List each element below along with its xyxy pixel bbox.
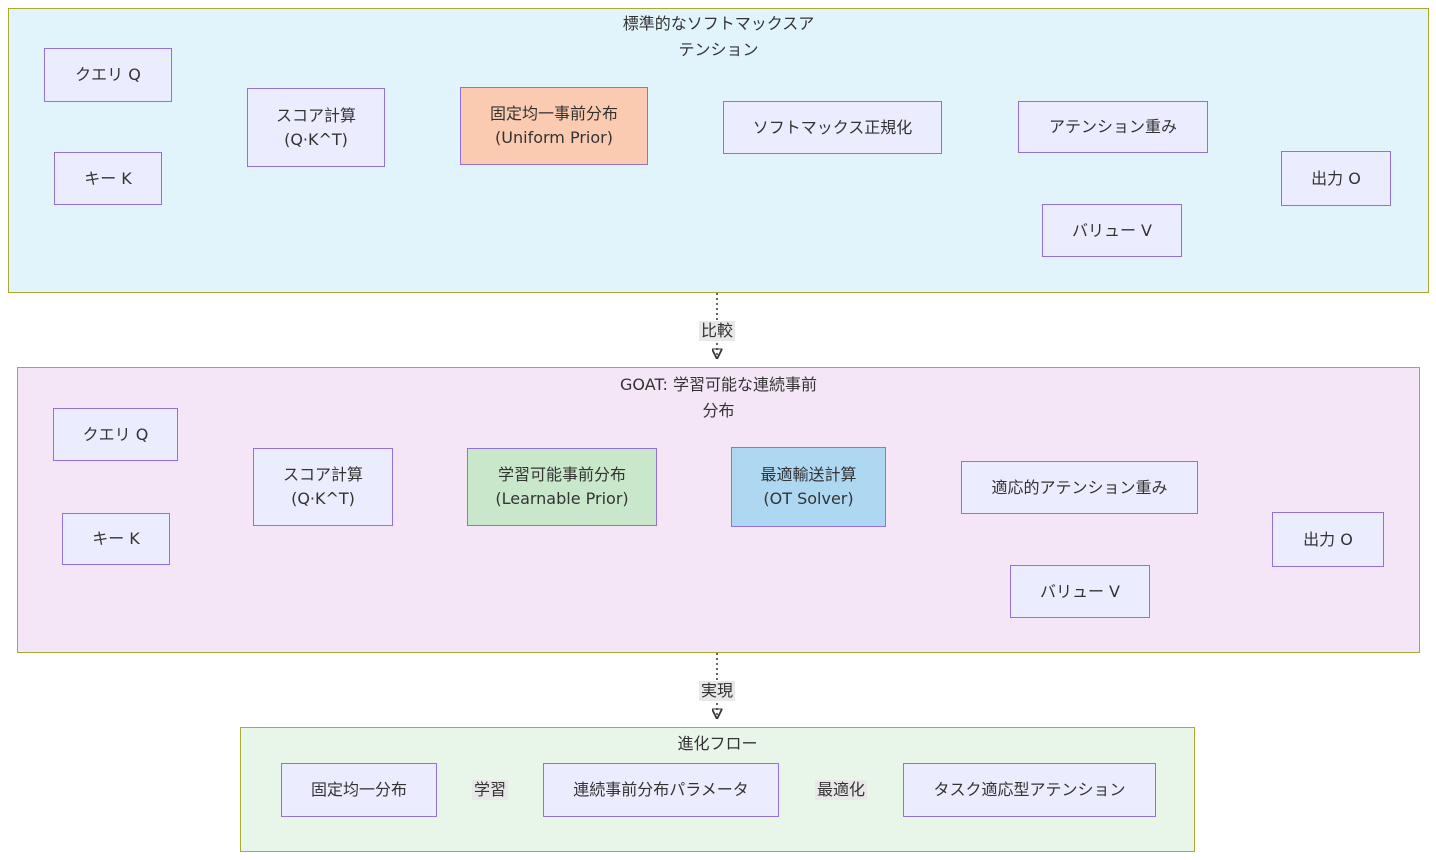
node-goat-value: バリュー V xyxy=(1010,565,1150,618)
edge-label-realize: 実現 xyxy=(698,681,736,701)
node-evo-task-adaptive-label: タスク適応型アテンション xyxy=(933,780,1126,799)
node-std-key-label: キー K xyxy=(84,168,132,188)
node-evo-fixed-uniform: 固定均一分布 xyxy=(281,763,437,817)
node-evo-fixed-uniform-label: 固定均一分布 xyxy=(310,780,407,799)
node-goat-query: クエリ Q xyxy=(53,408,178,461)
node-std-weights-label: アテンション重み xyxy=(1048,117,1177,136)
edge-label-compare: 比較 xyxy=(698,321,736,341)
node-evo-task-adaptive: タスク適応型アテンション xyxy=(903,763,1156,817)
subgraph-goat-title-line2: 分布 xyxy=(702,401,735,420)
node-std-query: クエリ Q xyxy=(44,48,172,102)
node-std-uniform-prior-line2: (Uniform Prior) xyxy=(495,128,613,147)
node-std-score: スコア計算 (Q·K^T) xyxy=(247,88,385,167)
node-std-score-line2: (Q·K^T) xyxy=(284,129,348,149)
node-goat-learnable-prior-line2: (Learnable Prior) xyxy=(495,489,629,508)
node-std-value: バリュー V xyxy=(1042,204,1182,257)
node-evo-prior-params: 連続事前分布パラメータ xyxy=(543,763,779,817)
node-std-weights: アテンション重み xyxy=(1018,101,1208,153)
edge-label-learn: 学習 xyxy=(471,780,509,800)
node-std-output: 出力 O xyxy=(1281,151,1391,206)
node-std-value-label: バリュー V xyxy=(1071,220,1153,240)
node-goat-value-label: バリュー V xyxy=(1039,581,1121,601)
subgraph-goat: GOAT: 学習可能な連続事前 分布 xyxy=(17,367,1420,653)
node-std-uniform-prior: 固定均一事前分布 (Uniform Prior) xyxy=(460,87,648,165)
subgraph-standard-title: 標準的なソフトマックスア テンション xyxy=(9,11,1428,63)
node-goat-ot-solver-line2: (OT Solver) xyxy=(763,489,854,508)
node-goat-learnable-prior-line1: 学習可能事前分布 xyxy=(497,465,626,484)
subgraph-evolution-title: 進化フロー xyxy=(677,734,758,753)
subgraph-standard-attention: 標準的なソフトマックスア テンション xyxy=(8,8,1429,293)
node-goat-key: キー K xyxy=(62,513,170,565)
subgraph-standard-title-line2: テンション xyxy=(678,40,759,59)
node-std-softmax-label: ソフトマックス正規化 xyxy=(752,117,913,137)
edge-label-optimize: 最適化 xyxy=(814,780,868,800)
subgraph-goat-title: GOAT: 学習可能な連続事前 分布 xyxy=(18,372,1419,424)
node-goat-ot-solver: 最適輸送計算 (OT Solver) xyxy=(731,447,886,527)
node-goat-weights: 適応的アテンション重み xyxy=(961,461,1198,514)
node-goat-output: 出力 O xyxy=(1272,512,1384,567)
node-goat-weights-label: 適応的アテンション重み xyxy=(991,477,1168,497)
node-std-query-label: クエリ Q xyxy=(75,65,141,84)
node-std-output-label: 出力 O xyxy=(1311,168,1361,188)
node-std-score-line1: スコア計算 xyxy=(275,105,356,125)
node-goat-query-label: クエリ Q xyxy=(82,424,149,444)
node-goat-score-line1: スコア計算 xyxy=(282,465,363,484)
subgraph-standard-title-line1: 標準的なソフトマックスア xyxy=(622,14,815,33)
node-goat-ot-solver-line1: 最適輸送計算 xyxy=(760,465,857,484)
node-goat-score-line2: (Q·K^T) xyxy=(291,489,355,508)
node-evo-prior-params-label: 連続事前分布パラメータ xyxy=(573,780,749,799)
node-std-uniform-prior-line1: 固定均一事前分布 xyxy=(489,104,618,123)
subgraph-goat-title-line1: GOAT: 学習可能な連続事前 xyxy=(620,375,817,394)
node-goat-output-label: 出力 O xyxy=(1303,529,1353,549)
node-std-key: キー K xyxy=(54,152,162,205)
node-goat-score: スコア計算 (Q·K^T) xyxy=(253,448,393,526)
node-std-softmax: ソフトマックス正規化 xyxy=(723,101,942,154)
node-goat-key-label: キー K xyxy=(92,529,140,548)
node-goat-learnable-prior: 学習可能事前分布 (Learnable Prior) xyxy=(467,448,657,526)
